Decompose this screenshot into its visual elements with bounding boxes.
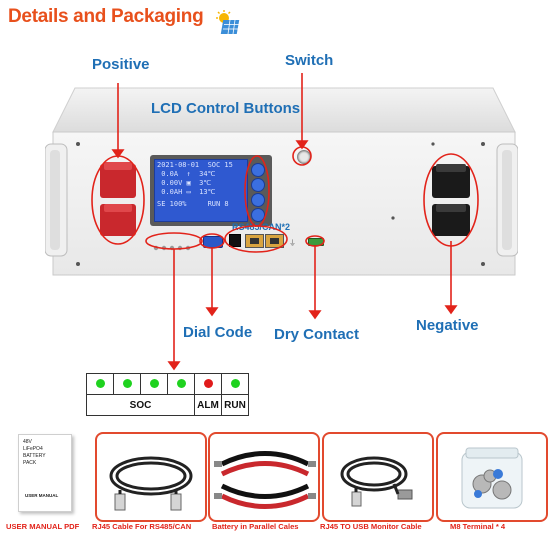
terminal-bolt-icon bbox=[461, 447, 523, 509]
caption-usb-cable: RJ45 TO USB Monitor Cable bbox=[320, 522, 422, 531]
soc-label: SOC bbox=[86, 394, 195, 416]
led-dot bbox=[95, 379, 105, 388]
rj45-port-1[interactable] bbox=[245, 234, 264, 248]
usb-cable-icon bbox=[340, 456, 413, 507]
lcd-line-1: 2021-08-01 SOC 15 bbox=[157, 161, 233, 169]
rj45-cable-icon bbox=[109, 456, 193, 511]
manual-cover-title: 48V LiFePO4 BATTERY PACK bbox=[23, 439, 46, 466]
led-cell-alm bbox=[194, 373, 222, 395]
callout-switch: Switch bbox=[285, 52, 334, 69]
led-dot bbox=[149, 379, 159, 388]
led-cell-soc-2 bbox=[113, 373, 141, 395]
led-dot bbox=[122, 379, 132, 388]
caption-m8-terminal: M8 Terminal * 4 bbox=[450, 522, 506, 531]
lcd-line-2: 0.0A ↑ 34℃ bbox=[157, 170, 216, 178]
negative-terminal bbox=[428, 160, 474, 240]
callout-dial-code: Dial Code bbox=[183, 324, 253, 341]
sun-icon bbox=[216, 10, 242, 36]
lcd-line-3: 0.00V ▣ 3℃ bbox=[157, 179, 212, 187]
lcd-line-5: SE 100% RUN 8 bbox=[157, 200, 229, 208]
callout-positive: Positive bbox=[92, 56, 150, 73]
lcd-screen: 2021-08-01 SOC 15 0.0A ↑ 34℃ 0.00V ▣ 3℃ … bbox=[154, 159, 248, 222]
run-label: RUN bbox=[221, 394, 249, 416]
port-label: RS485/CAN*2 bbox=[232, 222, 291, 232]
led-dot bbox=[203, 379, 213, 388]
manual-cover-text: USER MANUAL bbox=[25, 493, 59, 498]
battery-chassis bbox=[44, 78, 519, 278]
led-cell-run bbox=[221, 373, 249, 395]
parallel-cable-icon bbox=[214, 451, 316, 509]
lcd-button-down[interactable] bbox=[251, 178, 265, 192]
rj45-port-2[interactable] bbox=[265, 234, 284, 248]
manual-icon: 48V LiFePO4 BATTERY PACK USER MANUAL bbox=[18, 434, 72, 512]
led-cell-soc-3 bbox=[140, 373, 168, 395]
led-cell-soc-1 bbox=[86, 373, 114, 395]
callout-negative: Negative bbox=[416, 317, 479, 334]
accessory-parallel-cable bbox=[208, 432, 320, 522]
lcd-line-4: 0.0AH ▭ 13℃ bbox=[157, 188, 216, 196]
ground-icon: ⏚ bbox=[289, 240, 296, 247]
callout-lcd-buttons: LCD Control Buttons bbox=[151, 100, 301, 117]
reset-button[interactable] bbox=[229, 234, 241, 247]
accessory-usb-cable bbox=[322, 432, 434, 522]
lcd-button-enter[interactable] bbox=[251, 208, 265, 222]
led-cell-soc-4 bbox=[167, 373, 195, 395]
caption-rj45-cable: RJ45 Cable For RS485/CAN bbox=[92, 522, 192, 531]
positive-terminal bbox=[96, 160, 140, 240]
alm-label: ALM bbox=[194, 394, 222, 416]
led-dot bbox=[176, 379, 186, 388]
led-dot bbox=[230, 379, 240, 388]
page-title: Details and Packaging bbox=[8, 6, 204, 27]
accessory-manual: 48V LiFePO4 BATTERY PACK USER MANUAL bbox=[8, 432, 84, 518]
led-status-table: SOC ALM RUN bbox=[86, 373, 249, 416]
accessory-m8-terminal bbox=[436, 432, 548, 522]
caption-manual: USER MANUAL PDF bbox=[6, 522, 80, 531]
callout-dry-contact: Dry Contact bbox=[274, 326, 360, 343]
lcd-button-up[interactable] bbox=[251, 163, 265, 177]
lcd-button-back[interactable] bbox=[251, 193, 265, 207]
accessory-rj45-cable bbox=[95, 432, 207, 522]
caption-parallel-cable: Battery in Parallel Cales bbox=[212, 522, 299, 531]
